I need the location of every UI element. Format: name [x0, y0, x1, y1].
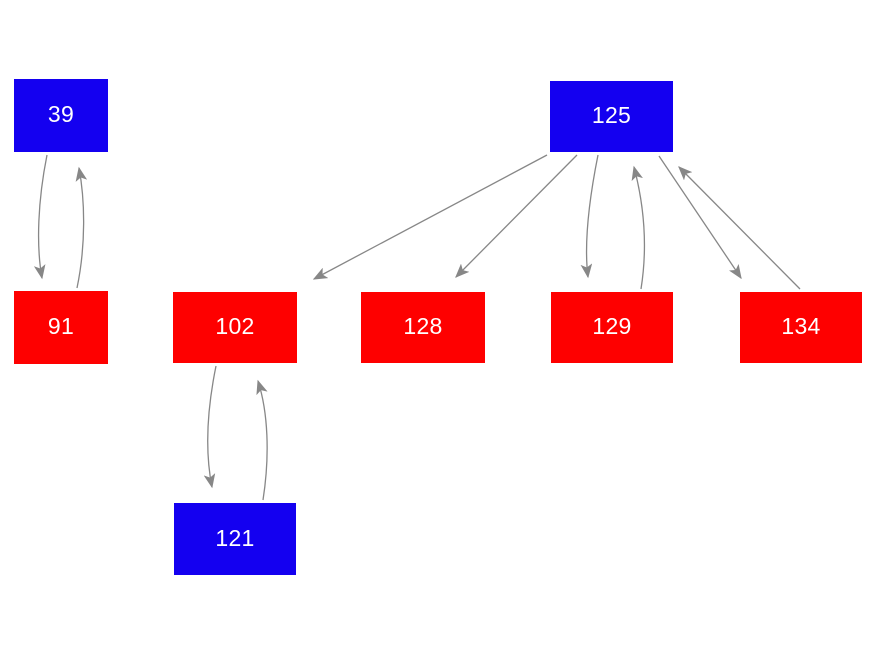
graph-node-label: 129: [592, 313, 632, 339]
graph-edge-129-to-125: [631, 165, 646, 290]
graph-node-label: 128: [403, 313, 443, 339]
graph-edge-102-to-121: [203, 365, 217, 489]
graph-edge-121-to-102: [256, 379, 268, 501]
graph-edge-91-to-39: [75, 166, 88, 289]
graph-node-102[interactable]: 102: [173, 292, 297, 363]
graph-node-91[interactable]: 91: [14, 291, 108, 364]
graph-node-label: 39: [47, 101, 75, 127]
graph-edge-134-to-125: [678, 166, 801, 290]
graph-node-39[interactable]: 39: [14, 79, 108, 152]
graph-node-label: 121: [215, 524, 255, 551]
graph-edge-125-to-102: [312, 154, 548, 280]
graph-node-128[interactable]: 128: [361, 292, 485, 363]
graph-edge-125-to-134: [658, 155, 742, 280]
graph-node-121[interactable]: 121: [174, 503, 296, 575]
graph-edge-125-to-128: [455, 154, 578, 278]
graph-node-125[interactable]: 125: [550, 81, 673, 152]
graph-edge-39-to-91: [33, 154, 48, 280]
graph-node-label: 102: [215, 313, 255, 339]
graph-node-134[interactable]: 134: [740, 292, 862, 363]
graph-node-label: 125: [591, 102, 632, 128]
graph-node-label: 134: [781, 313, 821, 339]
graph-node-label: 91: [47, 313, 75, 339]
graph-node-129[interactable]: 129: [551, 292, 673, 363]
graph-edge-125-to-129: [580, 154, 599, 279]
